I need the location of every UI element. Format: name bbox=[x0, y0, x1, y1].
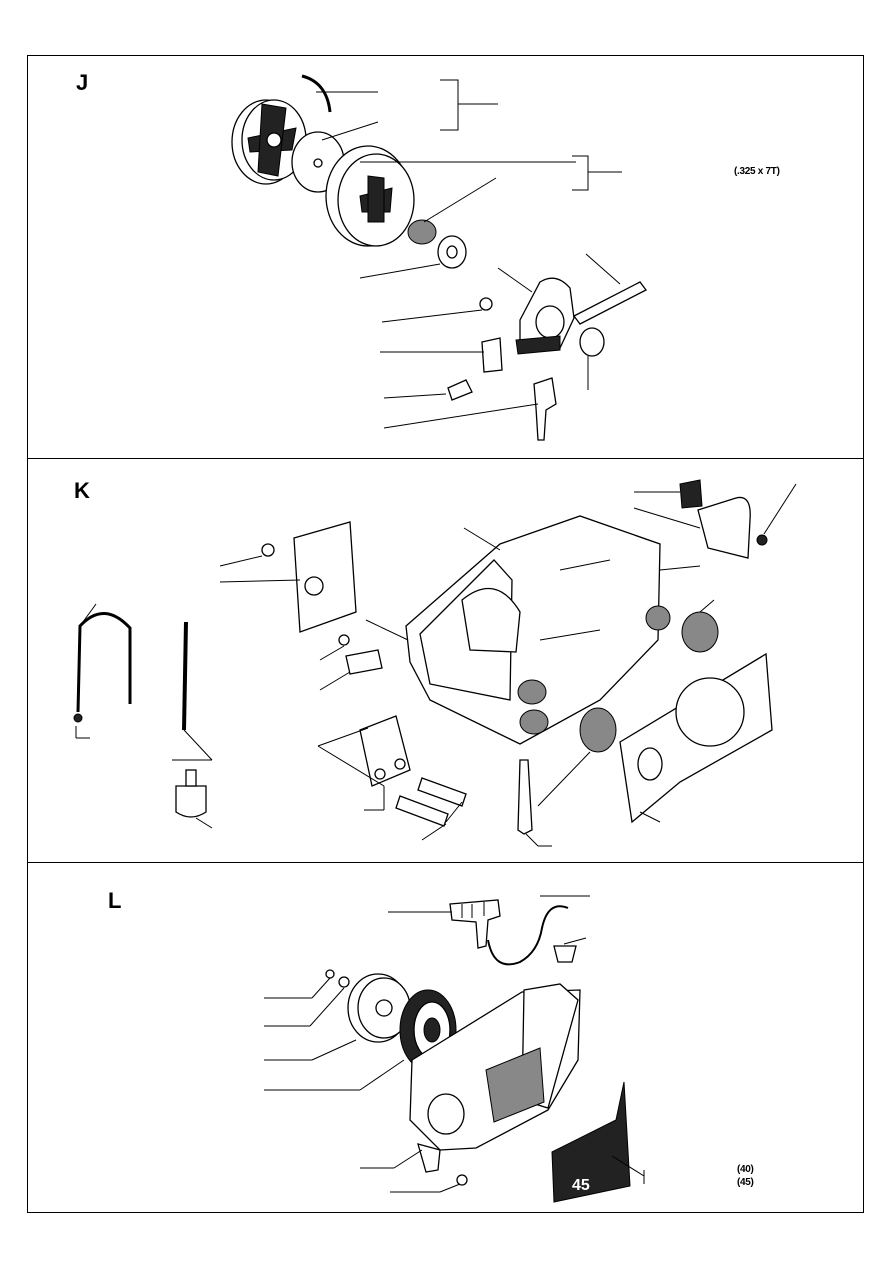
pump-gear bbox=[579, 327, 605, 357]
rubber-buffer-front bbox=[519, 709, 549, 735]
bolt-lower bbox=[395, 795, 449, 827]
housing-screw bbox=[456, 1174, 468, 1186]
section-j-parts bbox=[231, 74, 647, 441]
model-45-note: (45) bbox=[737, 1177, 754, 1188]
section-divider-kl bbox=[27, 862, 864, 863]
starter-rope bbox=[487, 905, 569, 966]
needle-bearing bbox=[407, 219, 437, 245]
pump-bracket bbox=[481, 337, 503, 373]
section-divider-jk bbox=[27, 458, 864, 459]
oil-cap bbox=[679, 479, 703, 509]
bar-bracket bbox=[697, 496, 751, 559]
section-letter-j: J bbox=[76, 70, 89, 95]
model-40-note: (40) bbox=[737, 1164, 754, 1175]
section-k-leader-lines bbox=[75, 483, 797, 847]
diagram-frame bbox=[27, 55, 864, 1213]
impulse-hose bbox=[182, 621, 188, 731]
section-k-parts bbox=[73, 479, 797, 847]
starter-handle bbox=[449, 899, 501, 949]
section-l-parts: 45 bbox=[264, 895, 645, 1203]
starter-nut bbox=[325, 969, 335, 979]
decal-model-number: 45 bbox=[572, 1177, 590, 1194]
chain-guide-plate bbox=[293, 521, 357, 633]
starter-housing bbox=[409, 983, 581, 1173]
model-decal: 45 bbox=[551, 1081, 631, 1203]
clutch-spring bbox=[301, 74, 332, 113]
plate-screw bbox=[261, 543, 275, 557]
section-letter-l: L bbox=[108, 888, 122, 913]
long-bolt bbox=[517, 759, 533, 835]
crankcase-tank bbox=[405, 515, 671, 745]
fuel-filter bbox=[175, 769, 207, 818]
pump-worm-shaft bbox=[573, 281, 647, 325]
rope-guide bbox=[553, 945, 577, 963]
throttle-latch bbox=[345, 649, 383, 675]
fuel-hose bbox=[76, 612, 132, 713]
hose-grommet bbox=[73, 713, 83, 723]
latch-screw bbox=[338, 634, 350, 646]
bolt-upper bbox=[417, 777, 467, 807]
pump-screw bbox=[479, 297, 493, 311]
clutch-shoes bbox=[231, 99, 307, 185]
starter-washer bbox=[338, 976, 350, 988]
starter-pulley bbox=[347, 973, 411, 1043]
section-l-leader-lines bbox=[264, 895, 645, 1193]
rubber-buffer-lower bbox=[579, 707, 617, 753]
sprocket-spec-note: (.325 x 7T) bbox=[734, 166, 780, 177]
oil-pump-housing bbox=[515, 277, 575, 355]
pump-pin bbox=[447, 379, 473, 401]
section-j-leader-lines bbox=[316, 79, 622, 429]
section-letter-k: K bbox=[74, 478, 90, 503]
bracket-screw bbox=[756, 534, 768, 546]
pump-plunger bbox=[533, 377, 557, 441]
clutch-drum bbox=[325, 145, 415, 247]
rubber-buffer-upper bbox=[681, 611, 719, 653]
